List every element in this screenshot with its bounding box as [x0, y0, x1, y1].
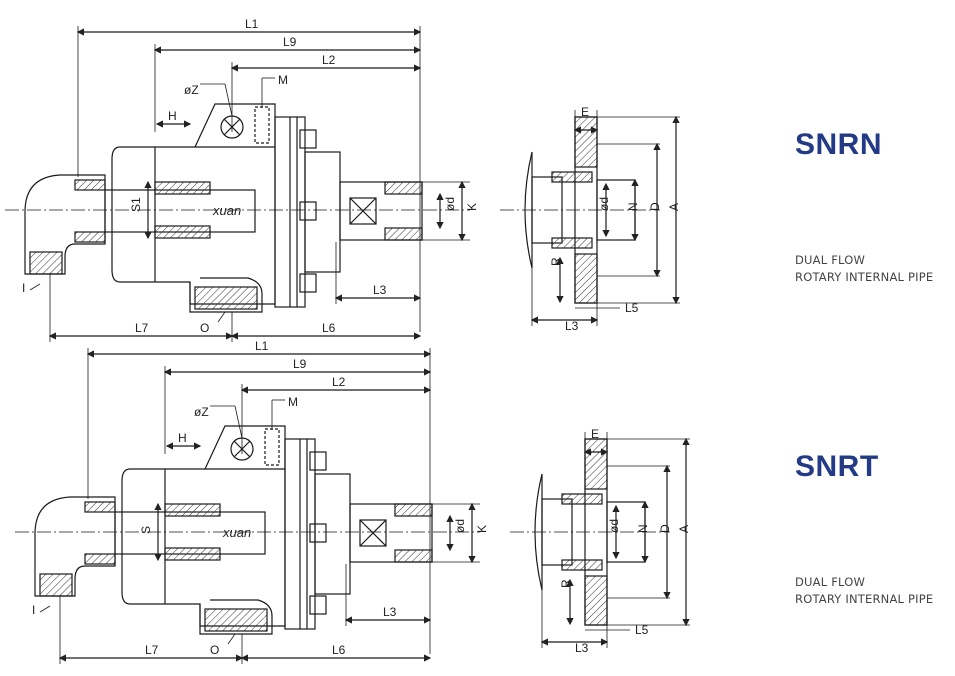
model-title-snrt: SNRT	[795, 450, 879, 483]
dim-R: R	[549, 257, 563, 266]
dim-L6: L6	[322, 321, 336, 335]
dim-L1: L1	[245, 17, 259, 31]
dim-M: M	[288, 395, 298, 409]
dim-D: D	[658, 524, 672, 533]
dim-E: E	[581, 105, 589, 119]
description-line: ROTARY INTERNAL PIPE	[795, 270, 934, 284]
dim-O: O	[200, 321, 209, 335]
dim-Z: øZ	[184, 83, 199, 97]
dim-S: S	[139, 526, 153, 534]
dim-L3: L3	[383, 605, 397, 619]
description-line: ROTARY INTERNAL PIPE	[795, 592, 934, 606]
dim-L7: L7	[135, 321, 149, 335]
dim-K: K	[465, 203, 479, 211]
dim-end-d: ød	[597, 197, 611, 211]
description-line: DUAL FLOW	[795, 253, 866, 267]
dim-I: I	[22, 281, 25, 295]
dim-N: N	[626, 202, 640, 211]
dim-end-L3: L3	[565, 319, 579, 333]
dim-S: S1	[129, 197, 143, 212]
dim-L9: L9	[283, 35, 297, 49]
dim-M: M	[278, 73, 288, 87]
panel-snrn: L1 L9 L2 øZ M H S1 xuan I O L3 L7 L6 ød …	[5, 17, 681, 342]
dim-R: R	[559, 579, 573, 588]
description-line: DUAL FLOW	[795, 575, 866, 589]
dim-end-d: ød	[607, 519, 621, 533]
dim-Z: øZ	[194, 405, 209, 419]
brand-engraving: xuan	[222, 525, 251, 540]
dim-I: I	[32, 603, 35, 617]
dim-d: ød	[453, 519, 467, 533]
dim-O: O	[210, 643, 219, 657]
dim-end-L3: L3	[575, 641, 589, 655]
dim-H: H	[178, 431, 187, 445]
model-description-snrn: DUAL FLOW ROTARY INTERNAL PIPE	[795, 252, 933, 286]
dim-K: K	[475, 525, 489, 533]
side-view-drawing	[15, 348, 480, 664]
dim-D: D	[648, 202, 662, 211]
dim-L3: L3	[373, 283, 387, 297]
model-title-snrn: SNRN	[795, 128, 883, 161]
dim-L5: L5	[635, 623, 649, 637]
side-view-drawing	[5, 26, 470, 342]
model-description-snrt: DUAL FLOW ROTARY INTERNAL PIPE	[795, 574, 933, 608]
brand-engraving: xuan	[212, 203, 241, 218]
dim-L1: L1	[255, 339, 269, 353]
dim-A: A	[667, 203, 681, 211]
dim-L2: L2	[322, 53, 336, 67]
dim-N: N	[636, 524, 650, 533]
dim-A: A	[677, 525, 691, 533]
dim-L9: L9	[293, 357, 307, 371]
dim-d: ød	[443, 197, 457, 211]
end-view-drawing	[510, 432, 690, 648]
dim-H: H	[168, 109, 177, 123]
end-view-drawing	[500, 110, 680, 326]
dim-E: E	[591, 427, 599, 441]
dim-L6: L6	[332, 643, 346, 657]
dim-L7: L7	[145, 643, 159, 657]
dim-L5: L5	[625, 301, 639, 315]
panel-snrt: L1 L9 L2 øZ M H S xuan I O L3 L7 L6 ød K…	[15, 339, 691, 664]
dim-L2: L2	[332, 375, 346, 389]
